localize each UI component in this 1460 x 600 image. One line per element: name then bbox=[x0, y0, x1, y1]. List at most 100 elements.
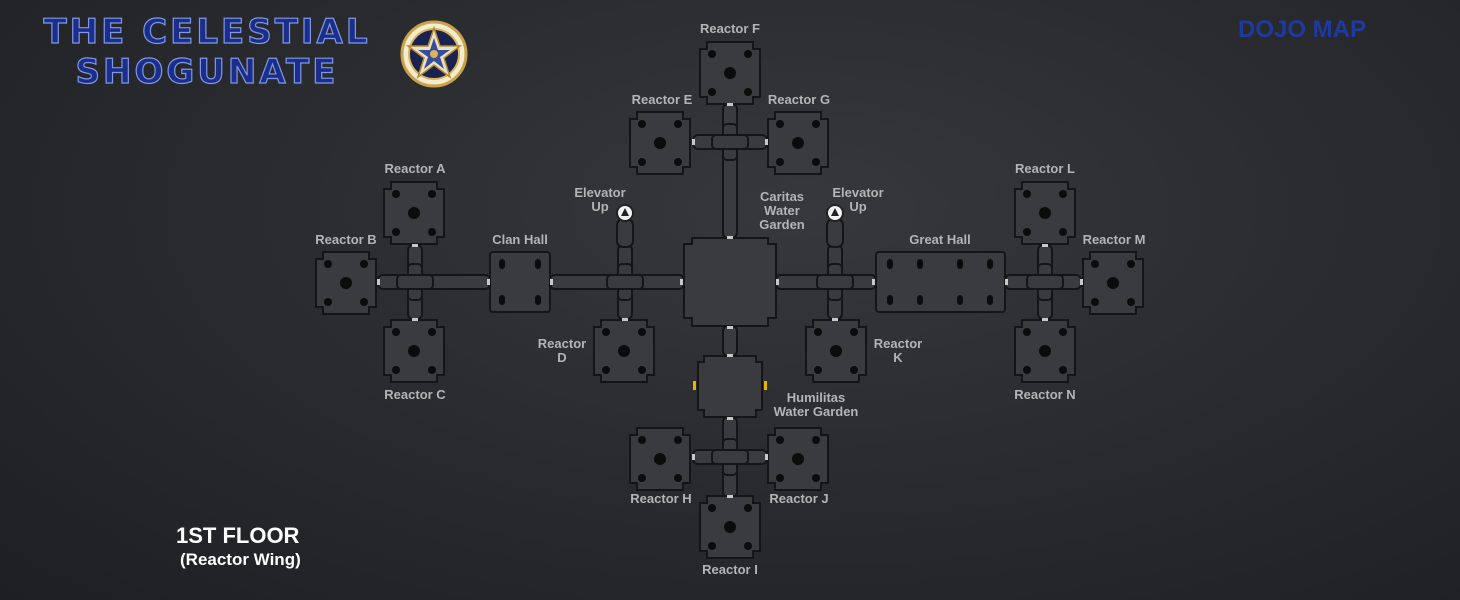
reactor-hole bbox=[360, 298, 368, 306]
hall-pillar bbox=[887, 295, 893, 305]
reactor-hole bbox=[1023, 190, 1031, 198]
doorway bbox=[832, 318, 838, 321]
reactor-hole bbox=[812, 158, 820, 166]
junction-core bbox=[409, 276, 421, 288]
doorway bbox=[872, 279, 875, 285]
reactor-hole bbox=[812, 120, 820, 128]
hall-pillar bbox=[957, 259, 963, 269]
junction-core bbox=[1039, 276, 1051, 288]
reactor-hole bbox=[602, 366, 610, 374]
reactor-hole bbox=[850, 328, 858, 336]
doorway bbox=[727, 417, 733, 420]
reactor-core bbox=[724, 67, 736, 79]
up-arrow-icon bbox=[831, 208, 839, 216]
corridor bbox=[722, 325, 738, 357]
doorway bbox=[727, 495, 733, 498]
label-clan-hall: Clan Hall bbox=[492, 232, 548, 247]
label-humilitas-water-garden: Humilitas Water Garden bbox=[773, 390, 859, 419]
reactor-hole bbox=[674, 436, 682, 444]
reactor-hole bbox=[360, 260, 368, 268]
doorway bbox=[692, 139, 695, 145]
hall-pillar bbox=[957, 295, 963, 305]
reactor-core bbox=[724, 521, 736, 533]
label-reactor-b: Reactor B bbox=[315, 232, 377, 247]
reactor-hole bbox=[1023, 366, 1031, 374]
map-title: DOJO MAP bbox=[1238, 16, 1367, 43]
doorway bbox=[550, 279, 553, 285]
reactor-hole bbox=[428, 328, 436, 336]
label-elevator-right: Elevator Up bbox=[832, 185, 884, 214]
junction-core bbox=[619, 276, 631, 288]
hall-pillar bbox=[917, 259, 923, 269]
reactor-core bbox=[792, 453, 804, 465]
reactor-hole bbox=[392, 366, 400, 374]
doorway bbox=[487, 279, 490, 285]
reactor-hole bbox=[638, 120, 646, 128]
doorway bbox=[776, 279, 779, 285]
humilitas-water-garden bbox=[697, 355, 763, 418]
hall-pillar bbox=[499, 295, 505, 305]
reactor-hole bbox=[708, 88, 716, 96]
reactor-hole bbox=[674, 158, 682, 166]
reactor-hole bbox=[776, 474, 784, 482]
reactor-hole bbox=[428, 228, 436, 236]
caritas-water-garden bbox=[683, 237, 777, 327]
doorway bbox=[622, 318, 628, 321]
reactor-hole bbox=[1059, 366, 1067, 374]
label-great-hall: Great Hall bbox=[909, 232, 971, 247]
label-reactor-m: Reactor M bbox=[1082, 232, 1146, 247]
reactor-hole bbox=[812, 436, 820, 444]
doorway bbox=[765, 139, 768, 145]
reactor-hole bbox=[776, 436, 784, 444]
reactor-hole bbox=[814, 328, 822, 336]
label-reactor-c: Reactor C bbox=[384, 387, 446, 402]
reactor-hole bbox=[602, 328, 610, 336]
doorway bbox=[692, 454, 695, 460]
reactor-hole bbox=[428, 190, 436, 198]
reactor-hole bbox=[1059, 190, 1067, 198]
label-reactor-f: Reactor F bbox=[700, 21, 760, 36]
reactor-hole bbox=[744, 542, 752, 550]
elevator-shaft bbox=[616, 218, 634, 248]
hall-pillar bbox=[535, 295, 541, 305]
reactor-hole bbox=[1059, 328, 1067, 336]
clan-hall bbox=[489, 251, 551, 313]
reactor-hole bbox=[324, 298, 332, 306]
reactor-core bbox=[654, 453, 666, 465]
elevator-shaft bbox=[826, 218, 844, 248]
doorway bbox=[377, 279, 380, 285]
doorway bbox=[412, 244, 418, 247]
reactor-hole bbox=[1023, 228, 1031, 236]
reactor-hole bbox=[674, 474, 682, 482]
hall-pillar bbox=[917, 295, 923, 305]
reactor-hole bbox=[392, 190, 400, 198]
junction-core bbox=[724, 136, 736, 148]
label-reactor-k: Reactor K bbox=[873, 336, 923, 365]
up-arrow-icon bbox=[621, 208, 629, 216]
reactor-hole bbox=[1091, 298, 1099, 306]
reactor-core bbox=[1039, 345, 1051, 357]
label-reactor-i: Reactor I bbox=[702, 562, 758, 577]
label-reactor-l: Reactor L bbox=[1015, 161, 1075, 176]
reactor-hole bbox=[1059, 228, 1067, 236]
reactor-hole bbox=[814, 366, 822, 374]
reactor-hole bbox=[324, 260, 332, 268]
doorway bbox=[727, 326, 733, 329]
hall-pillar bbox=[987, 259, 993, 269]
junction-core bbox=[829, 276, 841, 288]
floor-name: 1ST FLOOR bbox=[176, 523, 300, 548]
reactor-hole bbox=[1127, 260, 1135, 268]
reactor-core bbox=[654, 137, 666, 149]
reactor-hole bbox=[708, 50, 716, 58]
reactor-hole bbox=[744, 50, 752, 58]
hall-pillar bbox=[887, 259, 893, 269]
reactor-core bbox=[830, 345, 842, 357]
reactor-hole bbox=[638, 328, 646, 336]
doorway bbox=[727, 103, 733, 106]
reactor-hole bbox=[638, 436, 646, 444]
reactor-hole bbox=[1023, 328, 1031, 336]
reactor-core bbox=[408, 207, 420, 219]
reactor-hole bbox=[744, 88, 752, 96]
doorway bbox=[727, 236, 733, 239]
